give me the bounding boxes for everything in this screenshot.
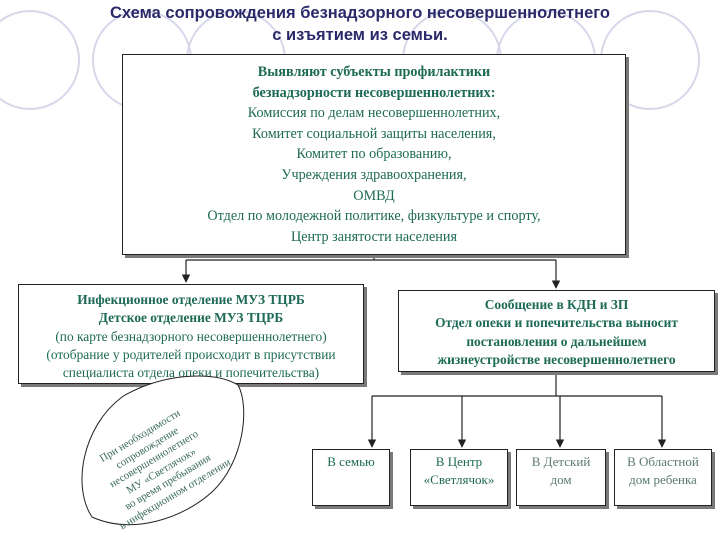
destination-label: дом <box>550 472 572 487</box>
page-title: Схема сопровождения безнадзорного несове… <box>60 2 660 46</box>
guardianship-line: Отдел опеки и попечительства выносит <box>435 315 678 331</box>
guardianship-line: постановления о дальнейшем <box>466 333 647 349</box>
main-heading-line: Выявляют субъекты профилактики <box>257 64 491 80</box>
destination-label: В Детский <box>531 454 591 469</box>
subject-item: Комитет по образованию, <box>296 146 452 163</box>
subject-item: Учреждения здравоохранения, <box>281 166 467 183</box>
hospital-department-line: Инфекционное отделение МУЗ ТЦРБ <box>77 292 305 307</box>
destination-family-box: В семью <box>312 449 390 506</box>
hospital-note-line: (по карте безнадзорного несовершеннолетн… <box>55 328 327 344</box>
destination-label: В семью <box>327 454 375 469</box>
guardianship-line: Сообщение в КДН и ЗП <box>484 297 629 312</box>
title-line: с изъятием из семьи. <box>272 26 448 44</box>
hospital-department-box: Инфекционное отделение МУЗ ТЦРБ Детское … <box>18 284 364 384</box>
subject-item: Комитет социальной защиты населения, <box>252 125 496 142</box>
subject-item: Отдел по молодежной политике, физкультур… <box>207 208 541 225</box>
kdn-guardianship-box: Сообщение в КДН и ЗП Отдел опеки и попеч… <box>398 290 715 372</box>
destination-label: дом ребенка <box>629 472 697 487</box>
destination-center-box: В Центр «Светлячок» <box>410 449 508 506</box>
destination-baby-home-box: В Областной дом ребенка <box>614 449 712 506</box>
hospital-note-line: (отобрание у родителей происходит в прис… <box>46 346 336 362</box>
destination-label: В Областной <box>627 454 699 469</box>
destination-orphanage-box: В Детский дом <box>516 449 606 506</box>
subject-item: Комиссия по делам несовершеннолетних, <box>247 105 501 122</box>
subject-item: ОМВД <box>353 187 395 204</box>
main-heading-line: безнадзорности несовершеннолетних: <box>252 84 496 101</box>
guardianship-line: жизнеустройстве несовершеннолетнего <box>437 351 676 367</box>
destination-label: «Светлячок» <box>423 472 495 487</box>
identifying-subjects-box: Выявляют субъекты профилактики безнадзор… <box>122 54 626 255</box>
destination-label: В Центр <box>435 454 483 469</box>
hospital-note-line: специалиста отдела опеки и попечительств… <box>62 365 320 381</box>
accompaniment-note: При необходимости сопровождение несоверш… <box>62 367 252 537</box>
hospital-department-line: Детское отделение МУЗ ТЦРБ <box>98 310 284 326</box>
note-shape <box>81 375 245 526</box>
subject-item: Центр занятости населения <box>290 228 457 245</box>
title-line: Схема сопровождения безнадзорного несове… <box>110 4 610 22</box>
